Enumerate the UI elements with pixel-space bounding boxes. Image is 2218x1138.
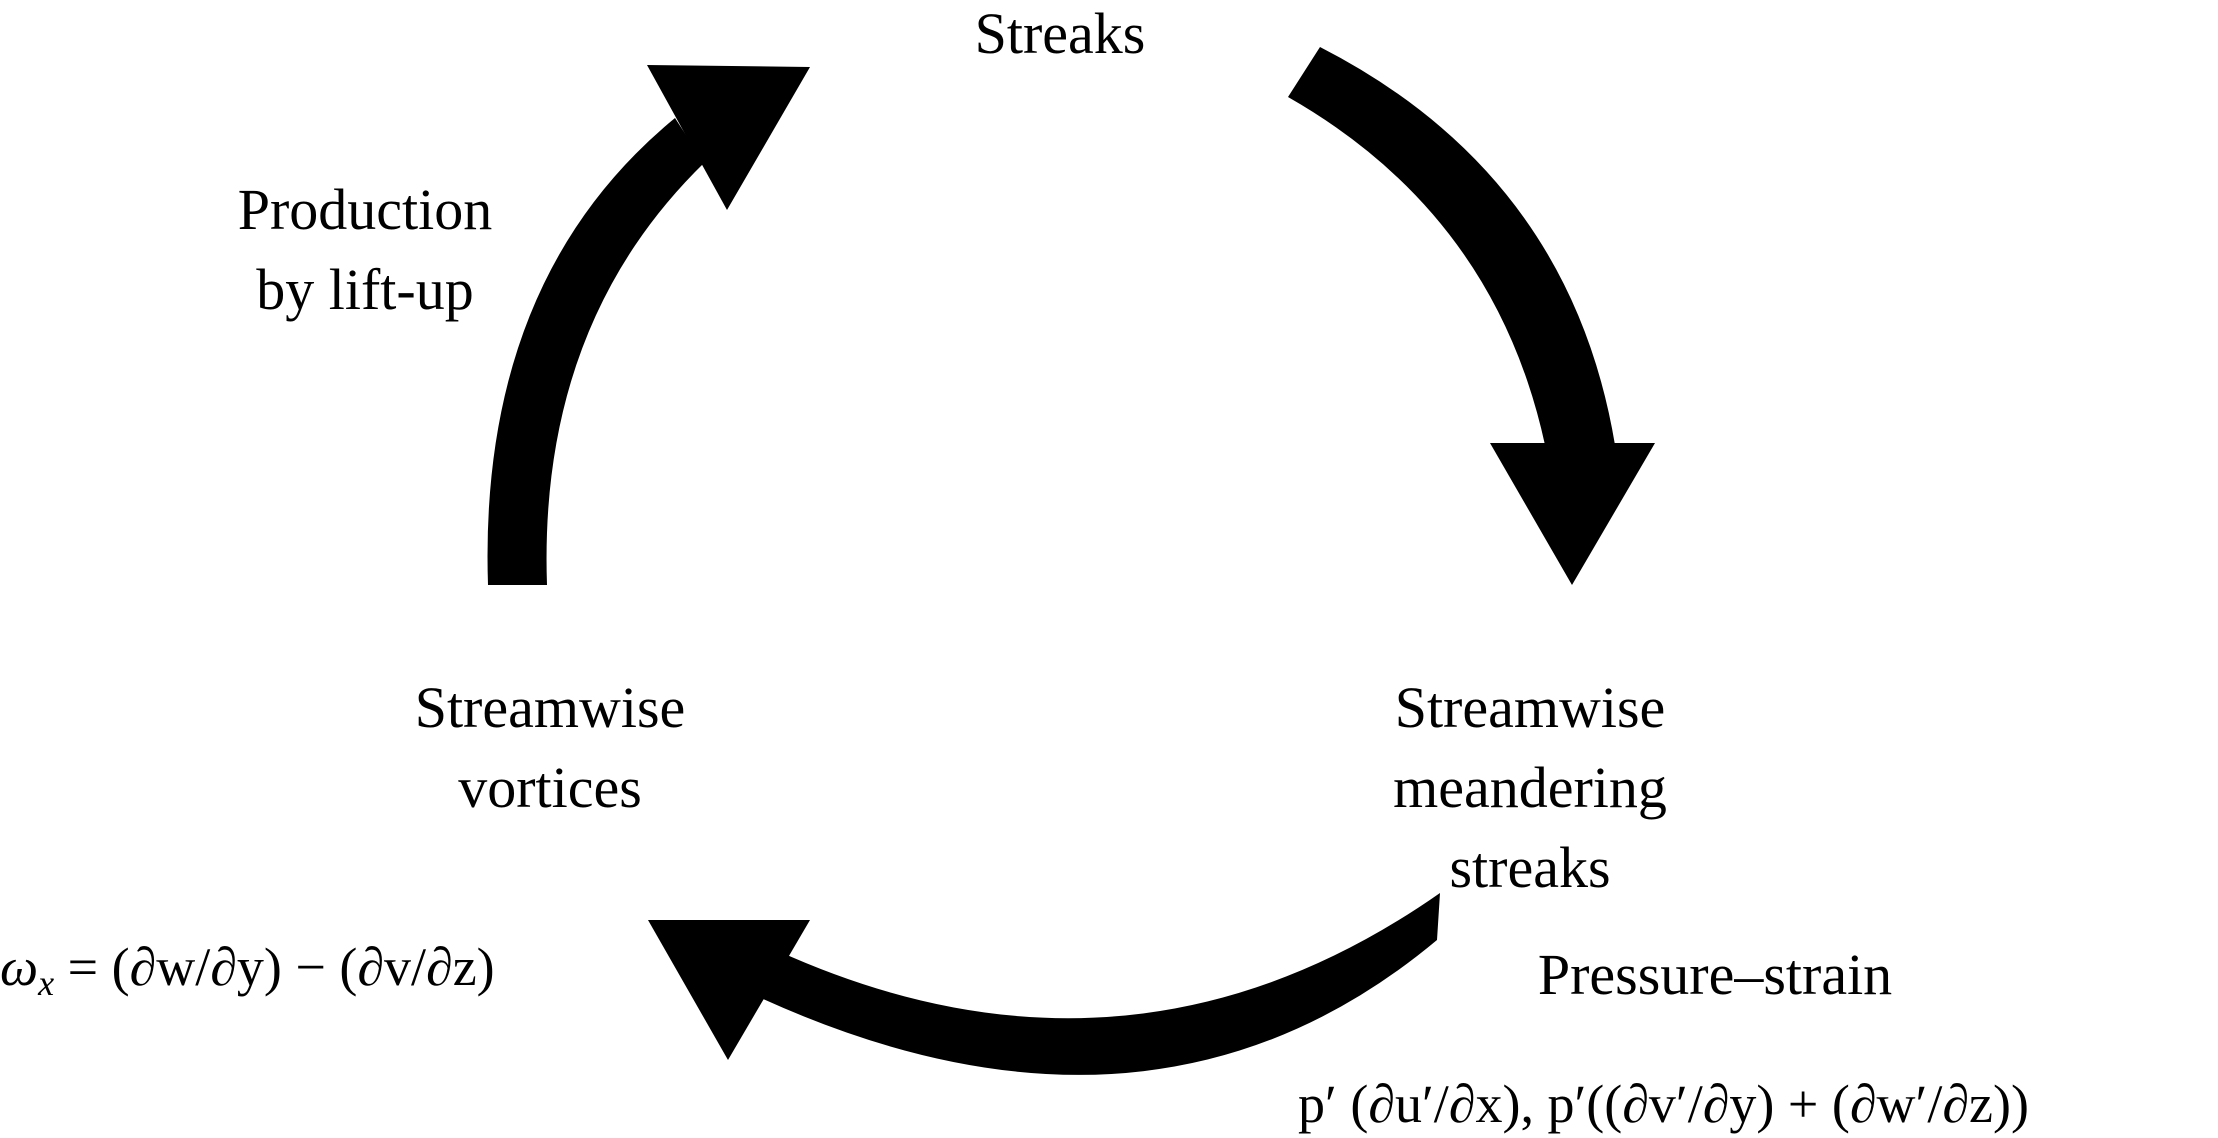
streamwise-vortices-label-line-2: vortices (458, 755, 642, 820)
pressure-strain-arrow (648, 893, 1440, 1075)
lift-up-label-line-1: Production (237, 177, 493, 242)
lift-up-arrow-shaft (487, 118, 704, 585)
pressure-strain-terms: p′ (∂u′/∂x), p′((∂v′/∂y) + (∂w′/∂z)) (1298, 1072, 2029, 1136)
meandering-streaks-label-line-2: meandering (1393, 755, 1667, 820)
lift-up-arrow (487, 65, 810, 585)
streaks-to-meandering-arrow-shaft (1288, 47, 1615, 445)
pressure-strain-arrow-head (648, 920, 810, 1060)
streaks-to-meandering-arrow (1288, 47, 1655, 585)
pressure-strain-arrow-shaft (750, 893, 1440, 1075)
streamwise-vortices-label: Streamwise vortices (370, 668, 730, 828)
pressure-strain-label: Pressure–strain (1480, 935, 1950, 1015)
streaks-label-text: Streaks (974, 1, 1146, 66)
vorticity-symbol: ω (0, 937, 39, 997)
streamwise-vortices-label-line-1: Streamwise (414, 675, 686, 740)
vorticity-equation: ωx = (∂w/∂y) − (∂v/∂z) (0, 935, 495, 1001)
lift-up-arrow-head (647, 65, 810, 210)
meandering-streaks-label-line-1: Streamwise (1394, 675, 1666, 740)
lift-up-label: Production by lift-up (195, 170, 535, 330)
vorticity-subscript: x (38, 963, 55, 1003)
streaks-to-meandering-arrow-head (1490, 443, 1655, 585)
pressure-strain-label-text: Pressure–strain (1537, 942, 1893, 1007)
vorticity-rhs: = (∂w/∂y) − (∂v/∂z) (67, 937, 495, 997)
streaks-label: Streaks (910, 0, 1210, 74)
pressure-strain-terms-text: p′ (∂u′/∂x), p′((∂v′/∂y) + (∂w′/∂z)) (1298, 1074, 2029, 1134)
meandering-streaks-label: Streamwise meandering streaks (1350, 668, 1710, 908)
meandering-streaks-label-line-3: streaks (1449, 835, 1611, 900)
lift-up-label-line-2: by lift-up (256, 257, 474, 322)
